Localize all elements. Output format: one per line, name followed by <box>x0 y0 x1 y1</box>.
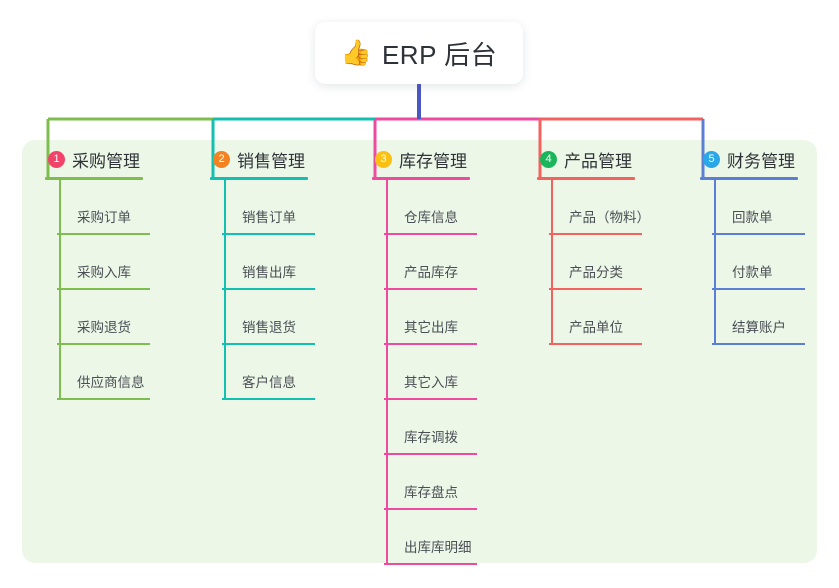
list-item-underline <box>549 288 642 290</box>
list-item[interactable]: 库存盘点 <box>384 455 522 510</box>
list-item-underline <box>549 343 642 345</box>
list-item[interactable]: 回款单 <box>712 180 839 235</box>
list-item-label: 产品分类 <box>569 265 623 280</box>
branch-badge-2: 2 <box>213 150 230 168</box>
list-item-underline <box>549 233 642 235</box>
list-item-label: 客户信息 <box>242 375 296 390</box>
list-item[interactable]: 其它入库 <box>384 345 522 400</box>
list-item[interactable]: 其它出库 <box>384 290 522 345</box>
branch-badge-3: 3 <box>375 150 392 168</box>
list-item-label: 结算账户 <box>732 320 786 335</box>
list-item-underline <box>57 288 150 290</box>
branch-items-3: 仓库信息产品库存其它出库其它入库库存调拨库存盘点出库库明细 <box>372 180 522 565</box>
branch-title-5: 财务管理 <box>727 151 795 171</box>
branch-items-5: 回款单付款单结算账户 <box>700 180 839 345</box>
branch-badge-4: 4 <box>540 150 557 168</box>
branch-column-4: 4 产品管理产品（物料） 产品分类产品单位 <box>537 148 687 345</box>
list-item[interactable]: 出库库明细 <box>384 510 522 565</box>
list-item-label: 销售出库 <box>242 265 296 280</box>
list-item-label: 其它入库 <box>404 375 458 390</box>
list-item-label: 产品单位 <box>569 320 623 335</box>
branch-header-2[interactable]: 2 销售管理 <box>210 148 360 171</box>
list-item-label: 库存调拨 <box>404 430 458 445</box>
branch-items-4: 产品（物料） 产品分类产品单位 <box>537 180 687 345</box>
list-item-underline <box>222 343 315 345</box>
branch-underline-2 <box>210 177 308 180</box>
branch-header-3[interactable]: 3 库存管理 <box>372 148 522 171</box>
list-item-label: 采购入库 <box>77 265 131 280</box>
list-item-underline <box>712 288 805 290</box>
list-item-underline <box>57 233 150 235</box>
list-item[interactable]: 结算账户 <box>712 290 839 345</box>
list-item-underline <box>384 343 477 345</box>
branch-column-2: 2 销售管理销售订单销售出库销售退货客户信息 <box>210 148 360 400</box>
list-item[interactable]: 采购退货 <box>57 290 195 345</box>
list-item[interactable]: 产品单位 <box>549 290 687 345</box>
branch-column-5: 5 财务管理回款单付款单结算账户 <box>700 148 839 345</box>
branch-title-1: 采购管理 <box>72 151 140 171</box>
branch-column-3: 3 库存管理仓库信息产品库存其它出库其它入库库存调拨库存盘点出库库明细 <box>372 148 522 565</box>
branch-underline-5 <box>700 177 798 180</box>
list-item[interactable]: 库存调拨 <box>384 400 522 455</box>
thumbs-up-icon: 👍 <box>340 38 372 67</box>
list-item-label: 采购订单 <box>77 210 131 225</box>
list-item-label: 仓库信息 <box>404 210 458 225</box>
list-item-label: 产品库存 <box>404 265 458 280</box>
list-item[interactable]: 采购订单 <box>57 180 195 235</box>
list-item-label: 采购退货 <box>77 320 131 335</box>
list-item[interactable]: 产品库存 <box>384 235 522 290</box>
list-item-underline <box>384 508 477 510</box>
list-item-underline <box>384 453 477 455</box>
branch-items-2: 销售订单销售出库销售退货客户信息 <box>210 180 360 400</box>
branch-underline-3 <box>372 177 470 180</box>
branch-header-5[interactable]: 5 财务管理 <box>700 148 839 171</box>
list-item[interactable]: 客户信息 <box>222 345 360 400</box>
root-node-title: ERP 后台 <box>381 39 498 70</box>
list-item-underline <box>384 233 477 235</box>
branch-column-1: 1 采购管理采购订单采购入库采购退货供应商信息 <box>45 148 195 400</box>
list-item-underline <box>222 398 315 400</box>
branch-header-1[interactable]: 1 采购管理 <box>45 148 195 171</box>
list-item-label: 出库库明细 <box>404 540 472 555</box>
branch-title-2: 销售管理 <box>237 151 305 171</box>
branch-title-3: 库存管理 <box>399 151 467 171</box>
list-item-underline <box>384 288 477 290</box>
list-item-label: 供应商信息 <box>77 375 145 390</box>
list-item-underline <box>57 398 150 400</box>
list-item[interactable]: 销售出库 <box>222 235 360 290</box>
branch-title-4: 产品管理 <box>564 151 632 171</box>
list-item-underline <box>384 563 477 565</box>
list-item[interactable]: 产品分类 <box>549 235 687 290</box>
list-item-label: 产品（物料） <box>569 210 650 225</box>
list-item-underline <box>712 343 805 345</box>
list-item[interactable]: 产品（物料） <box>549 180 687 235</box>
list-item-underline <box>222 233 315 235</box>
list-item-underline <box>384 398 477 400</box>
diagram-panel <box>22 140 817 563</box>
list-item[interactable]: 付款单 <box>712 235 839 290</box>
list-item-label: 付款单 <box>732 265 773 280</box>
list-item-label: 库存盘点 <box>404 485 458 500</box>
branch-badge-5: 5 <box>703 150 720 168</box>
branch-underline-4 <box>537 177 635 180</box>
branch-badge-1: 1 <box>48 150 65 168</box>
list-item-label: 销售订单 <box>242 210 296 225</box>
list-item[interactable]: 销售订单 <box>222 180 360 235</box>
branch-underline-1 <box>45 177 143 180</box>
list-item-label: 销售退货 <box>242 320 296 335</box>
list-item[interactable]: 供应商信息 <box>57 345 195 400</box>
list-item-label: 回款单 <box>732 210 773 225</box>
list-item-label: 其它出库 <box>404 320 458 335</box>
list-item[interactable]: 销售退货 <box>222 290 360 345</box>
root-node-erp-backend[interactable]: 👍 ERP 后台 <box>315 22 523 84</box>
branch-header-4[interactable]: 4 产品管理 <box>537 148 687 171</box>
list-item-underline <box>57 343 150 345</box>
list-item[interactable]: 仓库信息 <box>384 180 522 235</box>
list-item-underline <box>222 288 315 290</box>
list-item[interactable]: 采购入库 <box>57 235 195 290</box>
branch-items-1: 采购订单采购入库采购退货供应商信息 <box>45 180 195 400</box>
list-item-underline <box>712 233 805 235</box>
